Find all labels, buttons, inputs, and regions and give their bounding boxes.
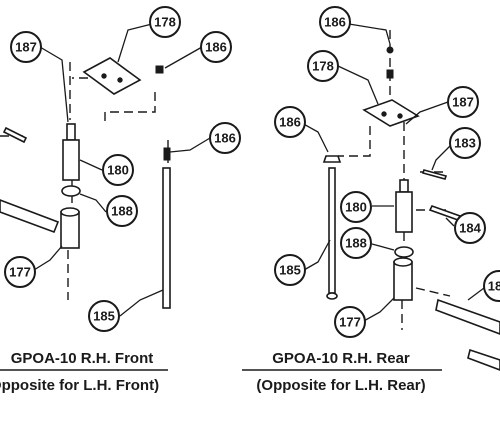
right-angle-bar-2 xyxy=(467,348,500,371)
left-nut-small xyxy=(155,65,164,74)
svg-text:186: 186 xyxy=(324,15,346,30)
callout-178: 178 xyxy=(307,50,339,82)
right-pin xyxy=(399,179,409,193)
callout-183: 183 xyxy=(449,127,481,159)
leader xyxy=(169,137,211,153)
callout-187: 187 xyxy=(447,86,479,118)
callout-177: 177 xyxy=(4,256,36,288)
svg-text:187: 187 xyxy=(15,40,37,55)
leader xyxy=(445,217,455,227)
callout-186: 186 xyxy=(209,122,241,154)
right-washer xyxy=(394,246,414,258)
leader xyxy=(33,245,63,271)
left-view-title: GPOA-10 R.H. Front xyxy=(11,350,154,367)
callout-18-partial: 18 xyxy=(483,270,500,302)
svg-text:188: 188 xyxy=(345,236,367,251)
right-dash-bar xyxy=(415,287,451,297)
left-washer xyxy=(61,185,81,197)
leader xyxy=(348,23,391,45)
leader xyxy=(39,46,69,123)
left-pin xyxy=(66,123,76,141)
leader xyxy=(361,297,395,323)
leader xyxy=(431,145,451,171)
left-mounting-plate xyxy=(82,57,142,95)
left-plate-hole xyxy=(101,73,107,79)
right-view-title: GPOA-10 R.H. Rear xyxy=(272,350,410,367)
leader xyxy=(405,101,449,125)
callout-177: 177 xyxy=(334,306,366,338)
svg-text:185: 185 xyxy=(93,309,115,324)
right-angle-bar xyxy=(435,298,500,335)
callout-184: 184 xyxy=(454,212,486,244)
callout-188: 188 xyxy=(340,227,372,259)
svg-text:177: 177 xyxy=(339,315,361,330)
leader xyxy=(303,239,331,271)
left-view-subtitle: (Opposite for L.H. Front) xyxy=(0,377,159,394)
svg-text:180: 180 xyxy=(107,163,129,178)
left-sleeve-top xyxy=(60,207,80,217)
left-dash-plate-to-rod xyxy=(69,62,88,120)
left-bolt xyxy=(2,126,28,144)
right-view-subtitle: (Opposite for L.H. Rear) xyxy=(256,377,425,394)
left-side-rod-cap xyxy=(163,147,171,161)
left-angle-bar xyxy=(0,199,60,234)
callout-185: 185 xyxy=(88,300,120,332)
svg-text:186: 186 xyxy=(279,115,301,130)
right-small-rod xyxy=(421,169,448,180)
right-nut-top-body xyxy=(386,69,394,79)
right-assembly xyxy=(299,23,500,371)
left-assembly xyxy=(0,23,211,317)
svg-text:18: 18 xyxy=(488,279,500,294)
right-mounting-plate xyxy=(362,99,420,127)
svg-text:186: 186 xyxy=(205,40,227,55)
leader xyxy=(119,289,164,317)
left-side-rod xyxy=(162,167,171,309)
svg-text:188: 188 xyxy=(111,204,133,219)
svg-text:178: 178 xyxy=(312,59,334,74)
right-bolt xyxy=(428,205,462,221)
right-side-nut xyxy=(322,155,342,163)
svg-text:178: 178 xyxy=(154,15,176,30)
leader xyxy=(467,287,485,301)
leader xyxy=(371,243,395,251)
right-cylinder-upper xyxy=(395,191,413,233)
right-sleeve-top xyxy=(393,257,413,267)
right-nut-top xyxy=(386,46,394,54)
svg-text:183: 183 xyxy=(454,136,476,151)
callout-186: 186 xyxy=(319,6,351,38)
callout-186: 186 xyxy=(274,106,306,138)
right-dash-plate-drop xyxy=(338,126,371,157)
leader xyxy=(117,23,153,63)
svg-text:185: 185 xyxy=(279,263,301,278)
svg-text:187: 187 xyxy=(452,95,474,110)
left-cylinder-upper xyxy=(62,139,80,181)
right-side-rod xyxy=(328,167,336,294)
svg-text:177: 177 xyxy=(9,265,31,280)
left-plate-hole xyxy=(117,77,123,83)
leader xyxy=(299,121,329,153)
callout-188: 188 xyxy=(106,195,138,227)
svg-text:186: 186 xyxy=(214,131,236,146)
leader xyxy=(79,159,103,171)
callout-180: 180 xyxy=(102,154,134,186)
callout-186: 186 xyxy=(200,31,232,63)
svg-text:184: 184 xyxy=(459,221,481,236)
callout-180: 180 xyxy=(340,191,372,223)
right-plate-hole xyxy=(381,111,387,117)
leader xyxy=(164,46,203,69)
left-dash-plate-drop xyxy=(104,92,156,122)
right-sleeve xyxy=(393,261,413,301)
right-side-rod-foot xyxy=(326,292,338,300)
svg-text:180: 180 xyxy=(345,200,367,215)
callout-178: 178 xyxy=(149,6,181,38)
right-plate-hole xyxy=(397,113,403,119)
left-sleeve xyxy=(60,211,80,249)
leader xyxy=(337,65,379,105)
leader xyxy=(79,193,107,213)
callout-185: 185 xyxy=(274,254,306,286)
callout-187: 187 xyxy=(10,31,42,63)
